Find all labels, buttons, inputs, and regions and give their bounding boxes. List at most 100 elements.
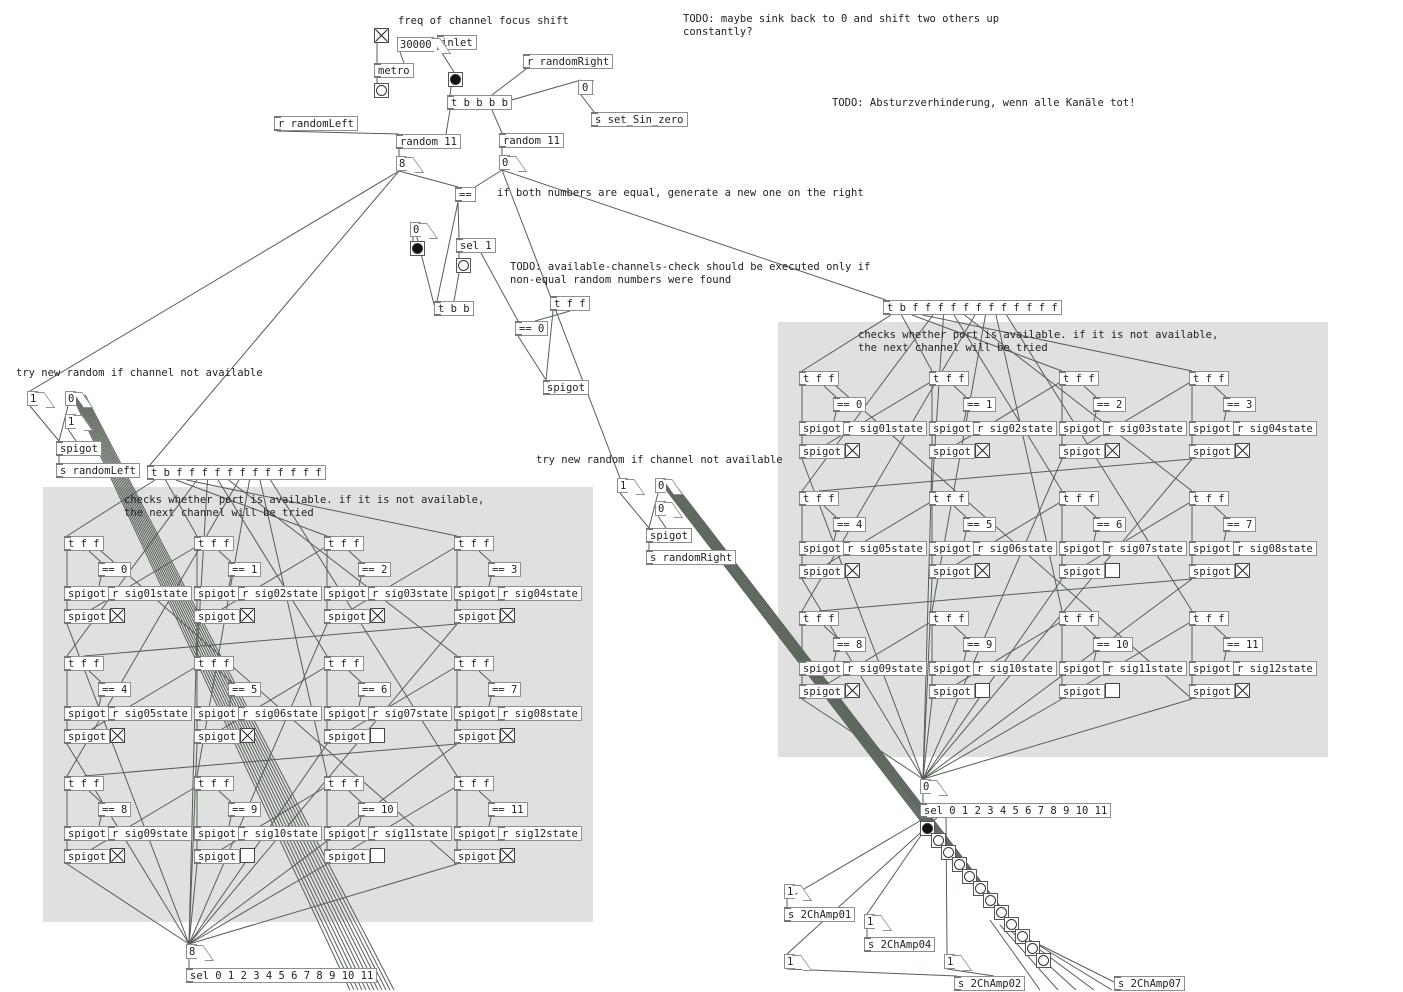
patch-cord[interactable] [580,94,595,113]
object-box-eq[interactable]: == [455,187,476,202]
left-ch0-spigot1[interactable]: spigot [64,586,110,601]
right-ch10-tff[interactable]: t f f [1059,611,1099,626]
right-ch0-state-toggle[interactable] [845,443,860,458]
left-ch11-receive-state[interactable]: r sig12state [498,826,582,841]
right-ch3-equals[interactable]: == 3 [1223,397,1257,412]
right-ch3-receive-state[interactable]: r sig04state [1233,421,1317,436]
left-ch6-equals[interactable]: == 6 [358,682,392,697]
right-ch10-equals[interactable]: == 10 [1093,637,1133,652]
patch-cord[interactable] [436,201,459,302]
object-box-spigotC[interactable]: spigot [543,380,589,395]
right-ch0-spigot1[interactable]: spigot [799,421,845,436]
right-ch11-spigot2[interactable]: spigot [1189,684,1235,699]
left-ch5-state-toggle[interactable] [240,728,255,743]
patch-cord[interactable] [457,201,460,239]
number-box-num1c[interactable]: 1 [784,954,796,969]
right-ch6-spigot2[interactable]: spigot [1059,564,1105,579]
right-ch8-state-toggle[interactable] [845,683,860,698]
left-ch1-spigot2[interactable]: spigot [194,609,240,624]
left-ch10-spigot2[interactable]: spigot [324,849,370,864]
left-ch7-equals[interactable]: == 7 [488,682,522,697]
left-ch10-tff[interactable]: t f f [324,776,364,791]
right-ch11-state-toggle[interactable] [1235,683,1250,698]
left-ch2-spigot2[interactable]: spigot [324,609,370,624]
patch-cord[interactable] [453,272,460,302]
left-ch11-spigot2[interactable]: spigot [454,849,500,864]
number-box-num1d[interactable]: 1 [944,954,956,969]
right-ch4-equals[interactable]: == 4 [833,517,867,532]
patch-cord[interactable] [786,814,931,900]
left-ch10-state-toggle[interactable] [370,848,385,863]
left-ch5-spigot1[interactable]: spigot [194,706,240,721]
object-box-sel1[interactable]: sel 1 [456,238,496,253]
left-ch7-spigot2[interactable]: spigot [454,729,500,744]
left-ch5-equals[interactable]: == 5 [228,682,262,697]
left-ch6-state-toggle[interactable] [370,728,385,743]
right-ch7-receive-state[interactable]: r sig08state [1233,541,1317,556]
right-ch11-equals[interactable]: == 11 [1223,637,1263,652]
left-ch7-spigot1[interactable]: spigot [454,706,500,721]
number-box-num1L2[interactable]: 1 [65,414,77,429]
left-ch6-spigot2[interactable]: spigot [324,729,370,744]
left-ch8-equals[interactable]: == 8 [98,802,132,817]
left-ch8-state-toggle[interactable] [110,848,125,863]
right-ch0-equals[interactable]: == 0 [833,397,867,412]
left-ch11-spigot1[interactable]: spigot [454,826,500,841]
object-box-spigotL[interactable]: spigot [56,441,102,456]
right-ch8-receive-state[interactable]: r sig09state [843,661,927,676]
right-ch11-receive-state[interactable]: r sig12state [1233,661,1317,676]
right-ch2-spigot1[interactable]: spigot [1059,421,1105,436]
right-ch8-tff[interactable]: t f f [799,611,839,626]
left-ch5-receive-state[interactable]: r sig06state [238,706,322,721]
object-box-tbfR[interactable]: t b f f f f f f f f f f f f [883,300,1062,315]
right-ch8-spigot1[interactable]: spigot [799,661,845,676]
patch-cord[interactable] [445,109,451,135]
number-box-num8a[interactable]: 8 [396,156,408,171]
left-ch1-spigot1[interactable]: spigot [194,586,240,601]
right-ch5-state-toggle[interactable] [975,563,990,578]
right-ch0-tff[interactable]: t f f [799,371,839,386]
right-ch6-spigot1[interactable]: spigot [1059,541,1105,556]
number-box-num0d[interactable]: 0 [920,779,932,794]
right-ch5-spigot1[interactable]: spigot [929,541,975,556]
right-ch4-spigot2[interactable]: spigot [799,564,845,579]
right-ch1-tff[interactable]: t f f [929,371,969,386]
left-ch11-tff[interactable]: t f f [454,776,494,791]
right-ch9-tff[interactable]: t f f [929,611,969,626]
right-ch2-receive-state[interactable]: r sig03state [1103,421,1187,436]
object-box-tbfL[interactable]: t b f f f f f f f f f f f f [147,465,326,480]
number-box-num0R2[interactable]: 0 [655,501,667,516]
left-ch10-receive-state[interactable]: r sig11state [368,826,452,841]
left-ch6-receive-state[interactable]: r sig07state [368,706,452,721]
right-ch11-spigot1[interactable]: spigot [1189,661,1235,676]
sel-output-bang-11[interactable] [1035,953,1051,968]
right-ch9-spigot2[interactable]: spigot [929,684,975,699]
patch-cord[interactable] [29,405,60,442]
bang-zero[interactable] [410,241,425,256]
right-ch2-state-toggle[interactable] [1105,443,1120,458]
object-box-tff[interactable]: t f f [550,296,590,311]
right-ch9-receive-state[interactable]: r sig10state [973,661,1057,676]
bang-metro[interactable] [374,83,389,98]
patch-cord[interactable] [149,170,400,466]
patch-cord[interactable] [619,492,650,529]
right-ch1-spigot1[interactable]: spigot [929,421,975,436]
left-ch1-tff[interactable]: t f f [194,536,234,551]
right-ch9-spigot1[interactable]: spigot [929,661,975,676]
left-ch0-receive-state[interactable]: r sig01state [108,586,192,601]
right-ch2-spigot2[interactable]: spigot [1059,444,1105,459]
object-box-sRandL[interactable]: s randomLeft [56,463,140,478]
left-ch4-receive-state[interactable]: r sig05state [108,706,192,721]
object-box-rand1[interactable]: random 11 [396,134,461,149]
patch-cord[interactable] [786,968,958,977]
left-ch9-tff[interactable]: t f f [194,776,234,791]
right-ch11-tff[interactable]: t f f [1189,611,1229,626]
right-ch10-state-toggle[interactable] [1105,683,1120,698]
message-box-msg0a[interactable]: 0 [578,80,598,95]
right-ch6-equals[interactable]: == 6 [1093,517,1127,532]
number-box-num1a[interactable]: 1 [784,884,796,899]
patch-cord[interactable] [491,109,503,134]
right-ch7-state-toggle[interactable] [1235,563,1250,578]
left-ch4-equals[interactable]: == 4 [98,682,132,697]
